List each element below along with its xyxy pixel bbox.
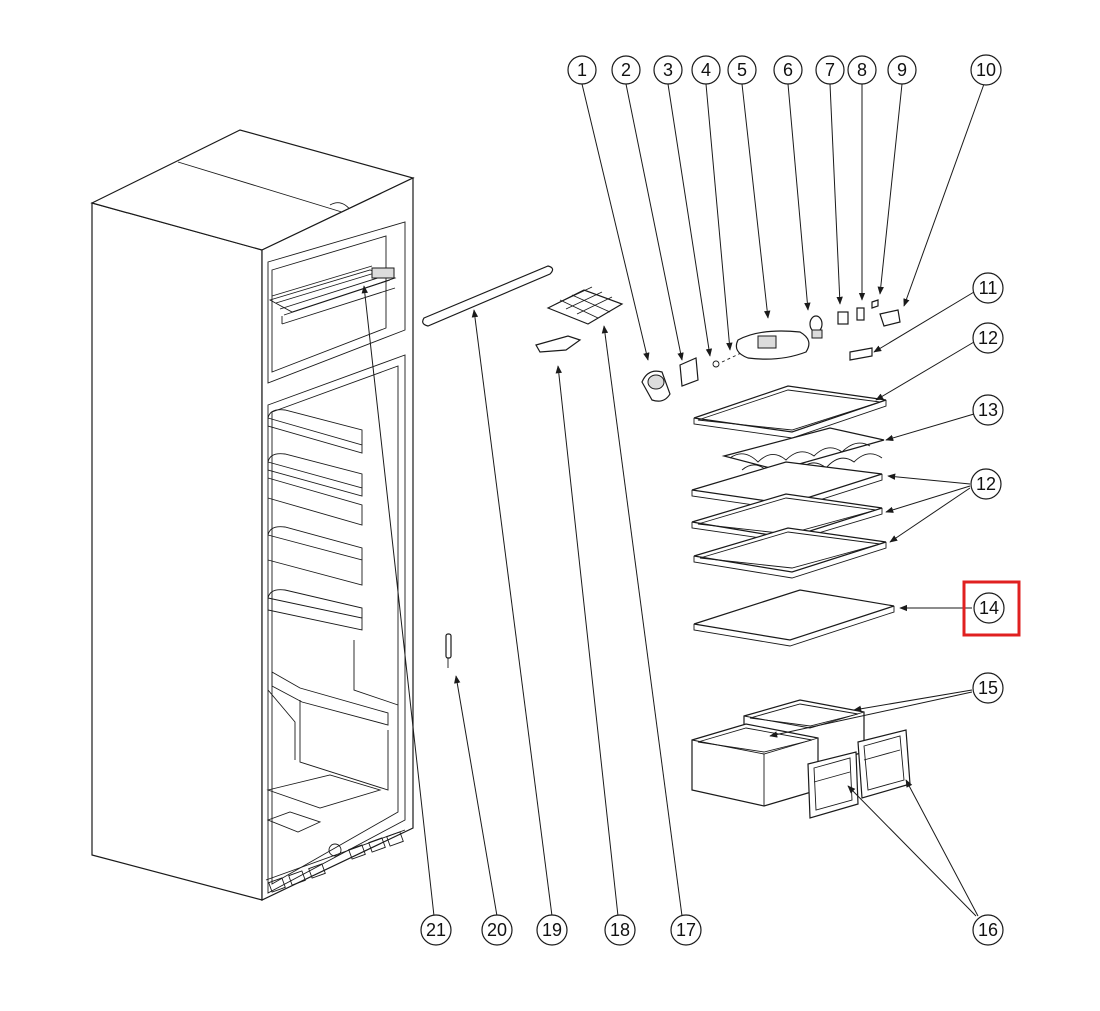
svg-text:1: 1 bbox=[577, 60, 587, 80]
cover-part-11 bbox=[849, 347, 873, 361]
drawer-front-part-16-left bbox=[807, 751, 859, 819]
scraper-part-18 bbox=[535, 335, 582, 353]
callout-13: 13 bbox=[972, 394, 1004, 426]
svg-text:19: 19 bbox=[542, 920, 562, 940]
callout-21: 21 bbox=[420, 914, 452, 946]
callout-3: 3 bbox=[653, 55, 683, 85]
callout-11: 11 bbox=[972, 272, 1004, 304]
svg-text:13: 13 bbox=[978, 400, 998, 420]
callout-16: 16 bbox=[972, 914, 1004, 946]
svg-text:12: 12 bbox=[976, 474, 996, 494]
callout-20: 20 bbox=[481, 914, 513, 946]
svg-text:12: 12 bbox=[978, 328, 998, 348]
interior-shelves bbox=[266, 409, 399, 833]
callouts: 1 2 3 4 5 6 7 8 9 10 11 12 13 12 14 15 1… bbox=[420, 54, 1021, 946]
svg-text:15: 15 bbox=[978, 678, 998, 698]
door-strip-part-19 bbox=[422, 265, 554, 327]
thermostat-knob-part-1 bbox=[641, 370, 671, 402]
svg-text:4: 4 bbox=[701, 60, 711, 80]
bracket-part-2 bbox=[679, 357, 699, 387]
callout-2: 2 bbox=[611, 55, 641, 85]
ice-tray-part-17 bbox=[546, 286, 624, 325]
freezer-wire-shelf bbox=[268, 265, 397, 325]
callout-14: 14 bbox=[962, 580, 1021, 637]
clip-part-8 bbox=[856, 307, 865, 321]
svg-text:6: 6 bbox=[783, 60, 793, 80]
callout-9: 9 bbox=[887, 55, 917, 85]
callout-10: 10 bbox=[970, 54, 1002, 86]
bulb-part-6 bbox=[809, 315, 823, 339]
svg-text:8: 8 bbox=[857, 60, 867, 80]
svg-text:17: 17 bbox=[676, 920, 696, 940]
callout-1: 1 bbox=[567, 55, 597, 85]
callout-14-highlight-box bbox=[962, 580, 1021, 637]
svg-text:20: 20 bbox=[487, 920, 507, 940]
svg-text:21: 21 bbox=[426, 920, 446, 940]
glass-shelf-part-12-top bbox=[693, 385, 887, 439]
leader-lines bbox=[361, 83, 985, 917]
glass-shelf-part-12-third bbox=[691, 493, 883, 543]
switch-part-7 bbox=[837, 311, 849, 325]
callout-12-top: 12 bbox=[972, 322, 1004, 354]
callout-19: 19 bbox=[536, 914, 568, 946]
callout-15: 15 bbox=[972, 672, 1004, 704]
svg-text:9: 9 bbox=[897, 60, 907, 80]
callout-8: 8 bbox=[847, 55, 877, 85]
svg-text:10: 10 bbox=[976, 60, 996, 80]
callout-5: 5 bbox=[727, 55, 757, 85]
callout-7: 7 bbox=[815, 55, 845, 85]
drawer-front-part-16-right bbox=[857, 729, 911, 799]
glass-shelf-part-12-fourth bbox=[693, 527, 887, 579]
callout-6: 6 bbox=[773, 55, 803, 85]
crisper-drawer-part-15-front bbox=[691, 723, 819, 807]
svg-text:18: 18 bbox=[610, 920, 630, 940]
callout-12-bottom: 12 bbox=[970, 468, 1002, 500]
callout-18: 18 bbox=[604, 914, 636, 946]
svg-text:11: 11 bbox=[979, 278, 998, 298]
callout-4: 4 bbox=[691, 55, 721, 85]
svg-text:3: 3 bbox=[663, 60, 673, 80]
svg-text:14: 14 bbox=[979, 598, 999, 618]
bottom-vents bbox=[265, 829, 406, 893]
svg-text:2: 2 bbox=[621, 60, 631, 80]
svg-text:5: 5 bbox=[737, 60, 747, 80]
svg-text:7: 7 bbox=[825, 60, 835, 80]
refrigerator-cabinet bbox=[90, 129, 415, 901]
svg-text:16: 16 bbox=[978, 920, 998, 940]
callout-17: 17 bbox=[670, 914, 702, 946]
lamp-housing-part-5 bbox=[735, 330, 810, 360]
crisper-cover-glass-part-14 bbox=[693, 589, 895, 647]
thermometer-part-20 bbox=[445, 633, 452, 668]
part-9 bbox=[871, 299, 901, 327]
